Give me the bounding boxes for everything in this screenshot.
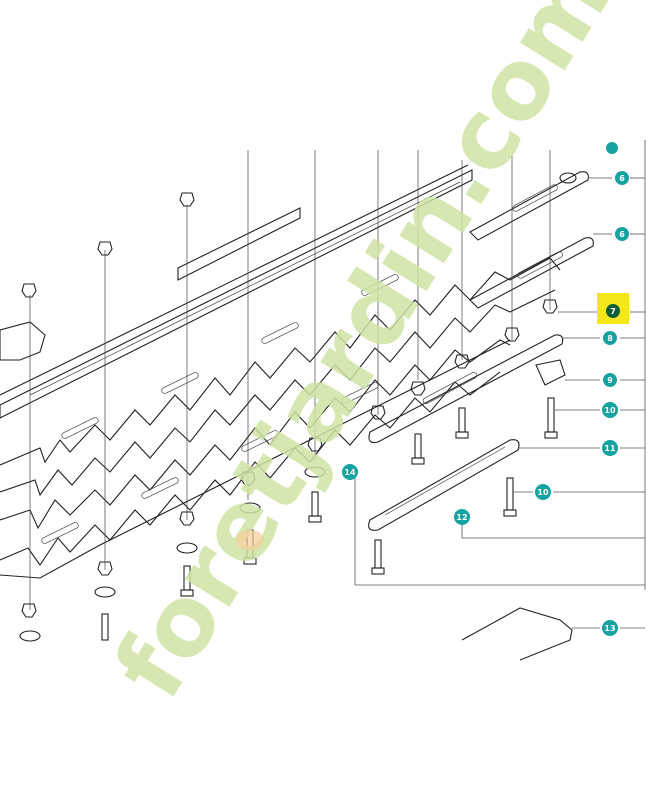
callouts: 6 6 7 8 9 10 11 10 bbox=[342, 142, 629, 636]
clip-9 bbox=[535, 359, 566, 386]
bolt bbox=[101, 613, 109, 641]
svg-text:9: 9 bbox=[607, 376, 613, 385]
svg-text:6: 6 bbox=[619, 174, 625, 183]
side-plates bbox=[368, 334, 566, 531]
bolt bbox=[180, 565, 194, 597]
washer bbox=[239, 502, 261, 514]
bolt bbox=[371, 539, 385, 575]
nut bbox=[504, 327, 520, 342]
svg-text:10: 10 bbox=[604, 406, 616, 415]
svg-text:13: 13 bbox=[604, 624, 615, 633]
callout-13[interactable]: 13 bbox=[602, 620, 618, 636]
nut bbox=[97, 561, 113, 576]
watermark: foretjardin.com bbox=[93, 0, 633, 717]
nut bbox=[454, 354, 470, 369]
blade-assembly bbox=[0, 164, 594, 579]
callout-10a[interactable]: 10 bbox=[602, 402, 618, 418]
svg-text:6: 6 bbox=[619, 230, 625, 239]
bolt bbox=[411, 433, 425, 465]
washer bbox=[304, 466, 326, 478]
nut bbox=[21, 283, 37, 298]
callout-10b[interactable]: 10 bbox=[535, 484, 551, 500]
svg-text:11: 11 bbox=[604, 444, 616, 453]
callout-6b[interactable]: 6 bbox=[615, 227, 629, 241]
nut bbox=[21, 603, 37, 618]
callout-8[interactable]: 8 bbox=[603, 331, 617, 345]
callout-11[interactable]: 11 bbox=[602, 440, 618, 456]
nut bbox=[370, 405, 386, 420]
washer bbox=[94, 586, 116, 598]
bolt bbox=[503, 477, 517, 517]
housing-13 bbox=[461, 607, 573, 661]
watermark-accent bbox=[236, 530, 264, 550]
nut bbox=[240, 471, 256, 486]
callout-6a[interactable]: 6 bbox=[615, 171, 629, 185]
bolt bbox=[308, 491, 322, 523]
watermark-text: foretjardin.com bbox=[93, 0, 633, 717]
callout-partial bbox=[606, 142, 618, 154]
fasteners bbox=[19, 192, 558, 642]
nut bbox=[179, 511, 195, 526]
callout-7[interactable]: 7 bbox=[606, 304, 620, 318]
washer bbox=[176, 542, 198, 554]
nut bbox=[307, 437, 323, 452]
svg-text:12: 12 bbox=[456, 513, 467, 522]
svg-text:10: 10 bbox=[537, 488, 549, 497]
nut bbox=[97, 241, 113, 256]
svg-text:8: 8 bbox=[607, 334, 613, 343]
callout-9[interactable]: 9 bbox=[603, 373, 617, 387]
bolt bbox=[544, 397, 558, 439]
bolt bbox=[455, 407, 469, 439]
assembly-guide-lines bbox=[29, 150, 551, 610]
callout-14[interactable]: 14 bbox=[342, 464, 358, 480]
nut bbox=[179, 192, 195, 207]
washer bbox=[19, 630, 41, 642]
svg-text:14: 14 bbox=[344, 468, 356, 477]
leader-lines bbox=[354, 140, 646, 629]
nut bbox=[410, 381, 426, 396]
nut bbox=[542, 299, 558, 314]
svg-text:7: 7 bbox=[610, 307, 616, 316]
callout-12[interactable]: 12 bbox=[454, 509, 470, 525]
